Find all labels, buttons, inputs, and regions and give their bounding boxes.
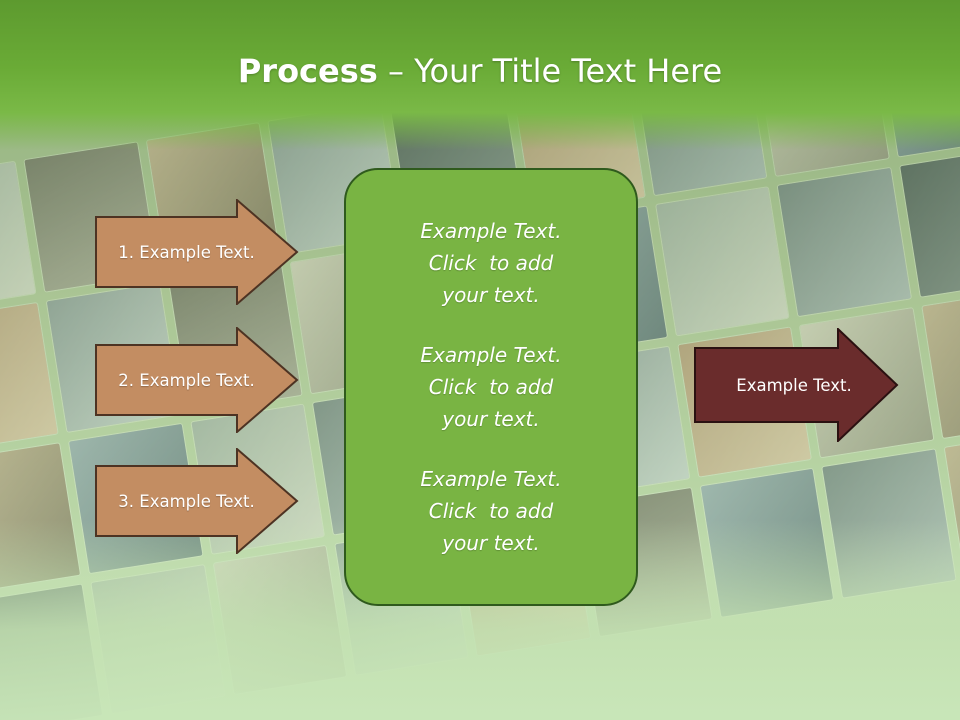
center-text-box[interactable]: Example Text. Click to add your text. Ex… [344,168,638,606]
arrow-shape [95,199,299,305]
center-paragraph-1: Example Text. Click to add your text. [420,215,561,311]
line: Example Text. [420,343,562,367]
arrow-shape [95,448,299,554]
line: your text. [442,283,540,307]
arrow-step-3-label: 3. Example Text. [118,491,255,511]
line: Example Text. [420,467,562,491]
title-bold: Process [237,52,378,90]
arrow-shape [95,327,299,433]
line: Example Text. [420,219,562,243]
arrow-step-2-label: 2. Example Text. [118,370,255,390]
arrow-step-1[interactable]: 1. Example Text. [95,199,300,305]
arrow-result[interactable]: Example Text. [694,326,899,444]
center-paragraph-3: Example Text. Click to add your text. [420,463,561,559]
arrow-step-1-label: 1. Example Text. [118,242,255,262]
center-paragraph-2: Example Text. Click to add your text. [420,339,561,435]
line: your text. [442,407,540,431]
line: Click to add [428,251,554,275]
line: Click to add [428,375,554,399]
header-band [0,0,960,150]
line: your text. [442,531,540,555]
slide-title[interactable]: Process – Your Title Text Here [0,52,960,90]
arrow-result-label: Example Text. [736,375,852,395]
arrow-shape [694,326,899,444]
line: Click to add [428,499,554,523]
title-rest: – Your Title Text Here [377,52,723,90]
arrow-step-2[interactable]: 2. Example Text. [95,327,300,433]
arrow-step-3[interactable]: 3. Example Text. [95,448,300,554]
